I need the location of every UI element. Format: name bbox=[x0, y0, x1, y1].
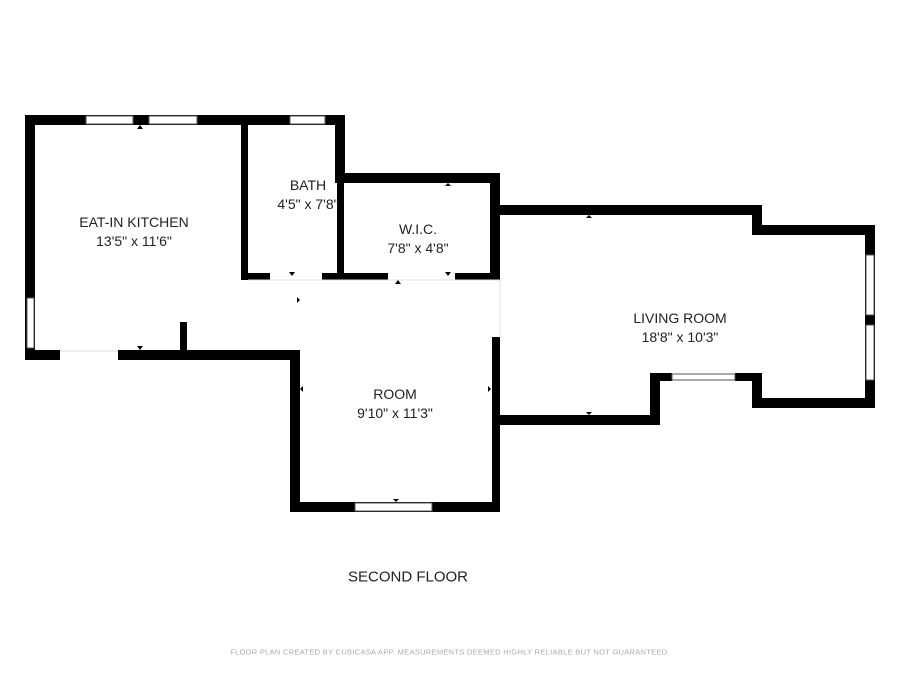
wall bbox=[492, 415, 660, 425]
room-name: EAT-IN KITCHEN bbox=[79, 214, 189, 230]
window bbox=[865, 254, 875, 316]
room-name: LIVING ROOM bbox=[633, 310, 727, 326]
wall bbox=[865, 225, 875, 408]
room-size: 13'5" x 11'6" bbox=[96, 233, 172, 249]
wall bbox=[25, 350, 60, 360]
room-label-bath: BATH 4'5" x 7'8" bbox=[277, 176, 338, 214]
room-size: 9'10" x 11'3" bbox=[357, 405, 433, 421]
wall bbox=[492, 337, 500, 512]
wall bbox=[290, 350, 300, 512]
window bbox=[26, 297, 35, 349]
room-name: ROOM bbox=[373, 386, 417, 402]
room-size: 7'8" x 4'8" bbox=[387, 240, 449, 256]
wall bbox=[180, 322, 187, 355]
wall bbox=[752, 225, 875, 235]
window bbox=[671, 373, 736, 381]
wall bbox=[25, 115, 35, 360]
room-size: 18'8" x 10'3" bbox=[641, 329, 719, 345]
room-name: W.I.C. bbox=[398, 221, 438, 237]
wall bbox=[241, 273, 270, 280]
wall bbox=[650, 373, 672, 381]
window bbox=[85, 115, 134, 125]
wall bbox=[118, 350, 300, 360]
room-label-kitchen: EAT-IN KITCHEN 13'5" x 11'6" bbox=[79, 213, 188, 251]
wall bbox=[490, 173, 500, 273]
wall bbox=[752, 373, 762, 408]
floor-title: SECOND FLOOR bbox=[347, 568, 469, 586]
openings bbox=[60, 279, 501, 352]
wall bbox=[241, 120, 248, 280]
window bbox=[148, 115, 198, 125]
wall bbox=[337, 178, 344, 280]
window bbox=[354, 502, 433, 512]
room-name: BATH bbox=[289, 177, 327, 193]
room-label-living-room: LIVING ROOM 18'8" x 10'3" bbox=[633, 309, 726, 347]
door-markers bbox=[137, 125, 592, 502]
disclaimer-footer: FLOOR PLAN CREATED BY CUBICASA APP. MEAS… bbox=[230, 647, 670, 657]
wall bbox=[752, 398, 875, 408]
room-label-wic: W.I.C. 7'8" x 4'8" bbox=[387, 220, 448, 258]
wall bbox=[735, 373, 762, 381]
window bbox=[865, 324, 875, 381]
wall bbox=[490, 205, 762, 215]
wall bbox=[650, 373, 660, 425]
room-label-room: ROOM 9'10" x 11'3" bbox=[357, 385, 433, 423]
wall bbox=[335, 173, 500, 183]
windows bbox=[26, 115, 875, 512]
walls bbox=[25, 115, 875, 512]
room-size: 4'5" x 7'8" bbox=[277, 196, 339, 212]
wall bbox=[752, 205, 762, 235]
wall bbox=[322, 273, 388, 280]
wall bbox=[455, 273, 500, 280]
window bbox=[289, 115, 326, 125]
wall bbox=[335, 115, 345, 183]
